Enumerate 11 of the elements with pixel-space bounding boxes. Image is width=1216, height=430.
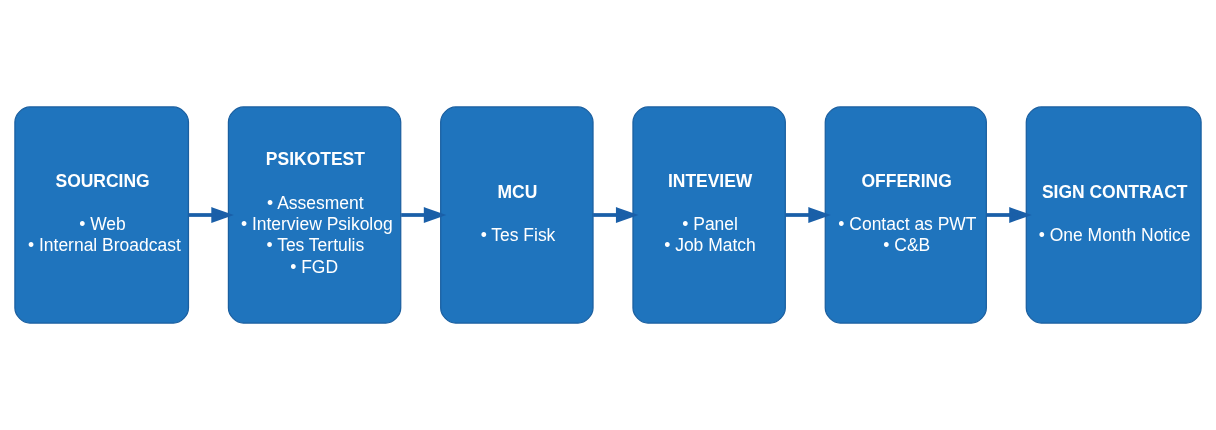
node-box: SOURCING • Web • Internal Broadcast <box>14 106 190 324</box>
node-box: MCU • Tes Fisk <box>440 106 594 324</box>
arrow <box>593 207 639 223</box>
node-box: PSIKOTEST • Assesment • Interview Psikolog • Tes Tertulis • FGD <box>227 106 402 324</box>
arrow <box>401 207 447 223</box>
node-box: SIGN CONTRACT • One Month Notice <box>1025 106 1202 324</box>
node-box: OFFERING • Contact as PWT • C&B <box>824 106 987 324</box>
arrow <box>986 207 1032 223</box>
node-box: INTEVIEW • Panel • Job Match <box>632 106 786 324</box>
arrow <box>785 207 831 223</box>
arrow <box>188 207 234 223</box>
